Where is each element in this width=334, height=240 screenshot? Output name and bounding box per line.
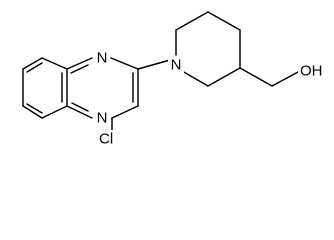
- bond-benzene-4: [22, 105, 43, 119]
- bond-benzene-1-inner: [26, 62, 43, 73]
- bond-benzene-4-inner: [26, 103, 43, 114]
- atom-n3: N: [168, 57, 184, 74]
- hydroxymethyl-group: [239, 67, 301, 87]
- bond-benzene-1: [22, 57, 43, 70]
- hydroxyl-label: OH: [300, 63, 323, 80]
- nitrogen-label-upper: N: [97, 50, 108, 67]
- bond-pyrazine-5-inner: [71, 102, 89, 112]
- bond-pyrazine-5: [66, 105, 93, 119]
- bond-pyrazine-2: [110, 57, 139, 70]
- quinoxaline-pyrazine-ring: [66, 57, 139, 119]
- atom-oh: OH: [298, 62, 326, 80]
- bond-piperidine-methyl: [239, 67, 273, 87]
- bond-piperidine-6: [181, 70, 209, 87]
- bond-methyl-oxygen: [271, 70, 301, 87]
- quinoxaline-benzene-ring: [22, 57, 68, 119]
- chlorine-label: Cl: [99, 131, 113, 148]
- piperidine-nitrogen-label: N: [171, 57, 182, 74]
- piperidine-ring: [137, 11, 241, 87]
- nitrogen-label-lower: N: [97, 110, 108, 127]
- bond-benzene-3: [41, 105, 68, 119]
- bond-pyrazine-1: [66, 57, 93, 70]
- bond-quinoxaline-piperidine: [137, 59, 171, 70]
- chemical-structure: N N N Cl OH: [22, 11, 326, 148]
- atom-n2: N: [94, 110, 110, 127]
- bond-piperidine-5: [207, 67, 241, 87]
- bond-benzene-2: [41, 57, 68, 70]
- bond-pyrazine-1-inner: [70, 64, 89, 74]
- bond-piperidine-3: [207, 11, 241, 31]
- bond-pyrazine-4: [111, 105, 139, 119]
- atom-cl: Cl: [96, 130, 126, 148]
- atom-n1: N: [94, 50, 110, 67]
- bond-piperidine-2: [175, 11, 209, 31]
